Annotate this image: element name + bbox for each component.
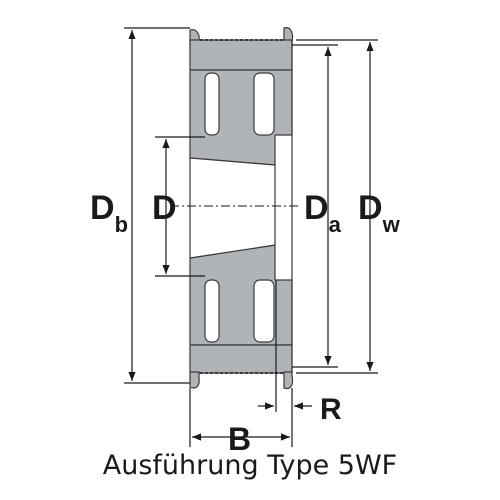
lower-rim xyxy=(189,344,293,374)
pocket-upper-right xyxy=(253,72,275,136)
label-dw: Dw xyxy=(358,189,401,237)
dimension-lines xyxy=(124,27,378,447)
figure-caption: Ausführung Type 5WF xyxy=(102,450,398,481)
label-r: R xyxy=(320,393,342,426)
pocket-lower-right xyxy=(253,279,275,343)
pocket-lower-left xyxy=(204,279,220,343)
label-db: Db xyxy=(90,189,128,237)
lower-flange-left xyxy=(189,371,200,389)
lower-flange-right xyxy=(283,371,294,390)
label-b: B xyxy=(228,421,251,457)
label-d: D xyxy=(152,189,177,227)
label-da: Da xyxy=(304,189,342,237)
web-pockets xyxy=(204,72,275,343)
upper-rim xyxy=(189,39,293,71)
tapered-bore xyxy=(189,157,276,259)
pocket-upper-left xyxy=(204,72,220,136)
